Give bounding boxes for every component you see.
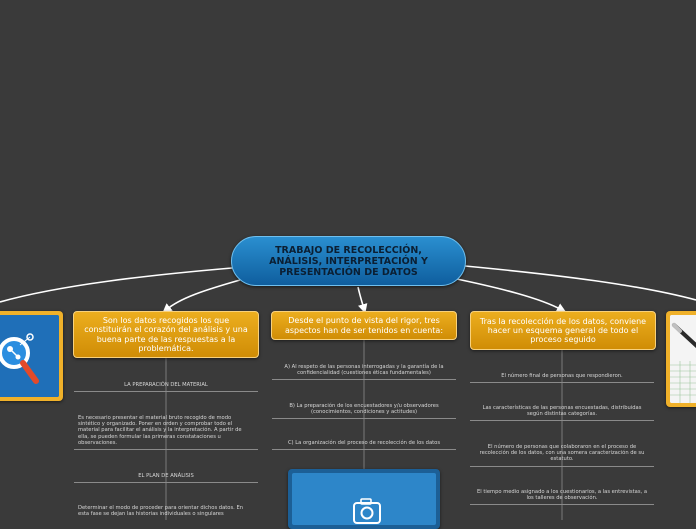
topic-esquema-2-text: Las características de las personas encu… <box>482 405 642 418</box>
pen-spreadsheet-image <box>670 315 696 403</box>
topic-plan-analisis-text: EL PLAN DE ANÁLISIS <box>138 473 194 479</box>
branch-esquema-text: Tras la recolección de los datos, convie… <box>479 316 647 345</box>
branch-rigor-text: Desde el punto de vista del rigor, tres … <box>284 316 444 335</box>
topic-rigor-b[interactable]: B) La preparación de los encuestadores y… <box>272 403 456 420</box>
topic-rigor-b-text: B) La preparación de los encuestadores y… <box>289 403 439 416</box>
topic-esquema-3-text: El número de personas que colaboraron en… <box>479 444 645 463</box>
topic-preparacion-detail-text: Es necesario presentar el material bruto… <box>78 415 242 446</box>
branch-datos[interactable]: Son los datos recogidos los que constitu… <box>73 311 259 358</box>
topic-plan-analisis-detail-text: Determinar el modo de proceder para orie… <box>78 505 244 518</box>
topic-esquema-1-text: El número final de personas que respondi… <box>501 373 623 379</box>
camera-placeholder-icon <box>353 498 381 524</box>
branch-datos-text: Son los datos recogidos los que constitu… <box>84 316 248 353</box>
branch-esquema[interactable]: Tras la recolección de los datos, convie… <box>470 311 656 350</box>
magnifier-analysis-icon <box>0 315 59 397</box>
topic-preparacion-detail[interactable]: Es necesario presentar el material bruto… <box>74 415 258 451</box>
right-image-card[interactable] <box>666 311 696 407</box>
link-central-datos <box>162 279 241 314</box>
topic-preparacion[interactable]: LA PREPARACIÓN DEL MATERIAL <box>74 382 258 393</box>
left-image-card[interactable] <box>0 311 63 401</box>
topic-esquema-4[interactable]: El tiempo medio asignado a los cuestiona… <box>470 489 654 506</box>
topic-plan-analisis[interactable]: EL PLAN DE ANÁLISIS <box>74 473 258 484</box>
topic-plan-analisis-detail[interactable]: Determinar el modo de proceder para orie… <box>74 505 258 520</box>
topic-esquema-1[interactable]: El número final de personas que respondi… <box>470 373 654 384</box>
central-topic-text: TRABAJO DE RECOLECCIÓN, ANÁLISIS, INTERP… <box>269 244 428 278</box>
topic-esquema-3[interactable]: El número de personas que colaboraron en… <box>470 444 654 467</box>
topic-rigor-c[interactable]: C) La organización del proceso de recole… <box>272 440 456 451</box>
link-central-rigor <box>357 286 368 314</box>
link-central-right-image <box>464 265 696 301</box>
topic-rigor-a-text: A) Al respeto de las personas interrogad… <box>284 364 444 377</box>
branch-rigor[interactable]: Desde el punto de vista del rigor, tres … <box>271 311 457 340</box>
topic-rigor-c-text: C) La organización del proceso de recole… <box>287 440 441 446</box>
center-image-card[interactable] <box>288 469 440 529</box>
central-topic[interactable]: TRABAJO DE RECOLECCIÓN, ANÁLISIS, INTERP… <box>231 236 466 286</box>
topic-esquema-2[interactable]: Las características de las personas encu… <box>470 405 654 422</box>
link-central-esquema <box>451 277 567 313</box>
topic-preparacion-text: LA PREPARACIÓN DEL MATERIAL <box>124 382 208 388</box>
topic-esquema-4-text: El tiempo medio asignado a los cuestiona… <box>476 489 648 502</box>
link-central-left-image <box>0 267 233 303</box>
topic-rigor-a[interactable]: A) Al respeto de las personas interrogad… <box>272 364 456 381</box>
